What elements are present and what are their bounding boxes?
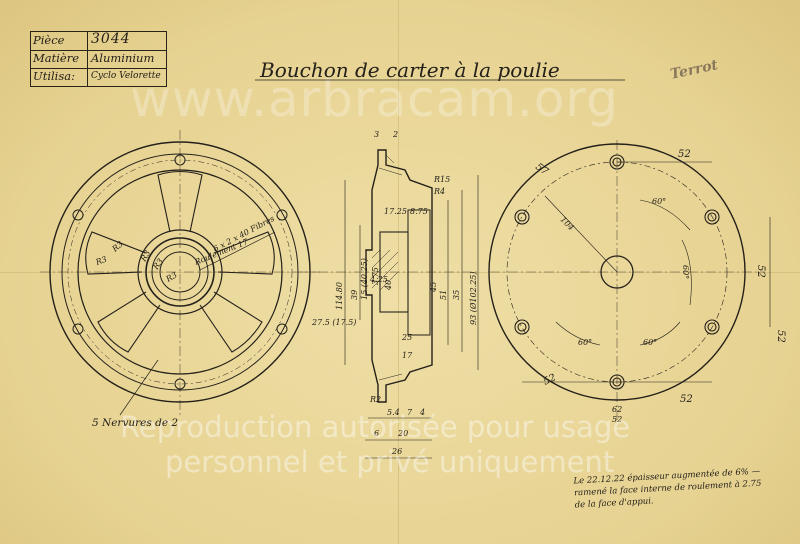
dimension-label: 17.25 [384, 207, 407, 216]
title-block-divider [87, 50, 88, 68]
rim-circle [77, 169, 283, 375]
dimension-label: 40 [384, 280, 393, 291]
radius-label: R4 [433, 187, 445, 196]
bearing-bore [151, 243, 209, 301]
dimension-label: 39 [350, 290, 359, 300]
radius-label: R2 [369, 395, 381, 404]
dimension-label: 52 [680, 394, 693, 405]
dimension-label: 6 [374, 429, 379, 438]
dimension-label: 35 [452, 290, 461, 300]
dimension-label: 3.75 [371, 267, 380, 285]
angle-label: 60° [643, 338, 657, 347]
title-block-row-usage: Utilisa: Cyclo Velorette [31, 68, 166, 86]
side-outer-circle [488, 143, 746, 401]
title-block-value: 3044 [91, 31, 131, 47]
title-block-row-piece: Pièce 3044 [31, 31, 166, 51]
radius-label: R3 [110, 239, 125, 254]
shaft-section [407, 209, 431, 336]
title-block-row-material: Matière Aluminium [31, 50, 166, 69]
title-block-value: Cyclo Velorette [91, 71, 161, 81]
dimension-label: 45 [429, 282, 438, 293]
flange-inner-circle [61, 153, 299, 391]
drawing-title: Bouchon de carter à la poulie [260, 58, 560, 82]
title-block: Pièce 3044 Matière Aluminium Utilisa: Cy… [30, 31, 167, 87]
dimension-label: 15 (40.25) [360, 258, 369, 300]
bearing-seat [145, 237, 215, 307]
section-hatch [371, 154, 403, 381]
watermark-line-1: Reproduction autorisée pour usage [120, 410, 631, 444]
dimension-label: 8.75 [410, 207, 428, 216]
dimension-label: 51 [439, 290, 448, 300]
dimension-label: 104 [559, 215, 576, 232]
side-view [488, 140, 771, 420]
side-labels: 57 52 60° 104 60° 52 60° 60° 52 52 52 62… [533, 149, 786, 424]
title-block-divider [87, 68, 88, 86]
shaft-bore [159, 251, 201, 293]
title-block-label: Matière [33, 51, 80, 65]
radius-label: R3 [164, 270, 179, 284]
dimension-label: 52 [612, 415, 622, 424]
section-outline [365, 149, 433, 403]
side-dimension-lines [522, 161, 771, 383]
angle-label: 60° [681, 265, 690, 279]
dimension-label: 5.4 [387, 408, 400, 417]
dimension-label: 7 [407, 408, 413, 417]
title-block-divider [87, 32, 88, 50]
dimension-label: 114.80 [335, 282, 344, 310]
dimension-label: 17 [402, 351, 413, 360]
angle-label: 60° [652, 197, 666, 206]
bolt-holes [72, 154, 288, 390]
dimension-label: 52 [775, 330, 786, 343]
radius-label: R3 [151, 257, 165, 272]
dimension-label: 2 [392, 130, 398, 139]
dimension-label: 3 [374, 130, 379, 139]
watermark-line-2: personnel et privé uniquement [165, 445, 615, 479]
radius-label: R3 [94, 255, 108, 268]
section-labels: 3 2 R15 R4 17.25 8.75 114.80 39 15 (40.2… [311, 130, 478, 456]
dimension-label: 52 [678, 149, 691, 160]
dimension-label: 25 [401, 333, 412, 342]
leader-line [199, 231, 276, 271]
dimension-label: 4.25 [369, 275, 388, 284]
front-view [40, 130, 320, 416]
dimension-label: 52 [542, 372, 558, 387]
angle-label: 60° [578, 338, 592, 347]
bolt-circle [67, 159, 293, 385]
ribs [85, 170, 275, 353]
leader-line [119, 359, 159, 416]
title-block-value: Aluminium [91, 51, 155, 65]
dimension-label: 26 [391, 447, 402, 456]
dimension-lines [344, 175, 479, 459]
dimension-label: 62 [612, 405, 622, 414]
radius-label: R15 [433, 175, 450, 184]
fold-line-horizontal [0, 272, 800, 273]
dimension-label: 27.5 (17.5) [311, 318, 356, 327]
title-block-label: Utilisa: [33, 69, 75, 83]
dimension-label: 20 [397, 429, 408, 438]
dimension-label: 4 [419, 408, 425, 417]
dimension-label: 93 (Ø102.25) [469, 271, 478, 325]
section-view [300, 149, 480, 459]
rib-note: 5 Nervures de 2 [92, 417, 179, 429]
side-bore [600, 255, 634, 289]
title-block-label: Pièce [33, 33, 65, 47]
dimension-label: 52 [755, 265, 766, 278]
